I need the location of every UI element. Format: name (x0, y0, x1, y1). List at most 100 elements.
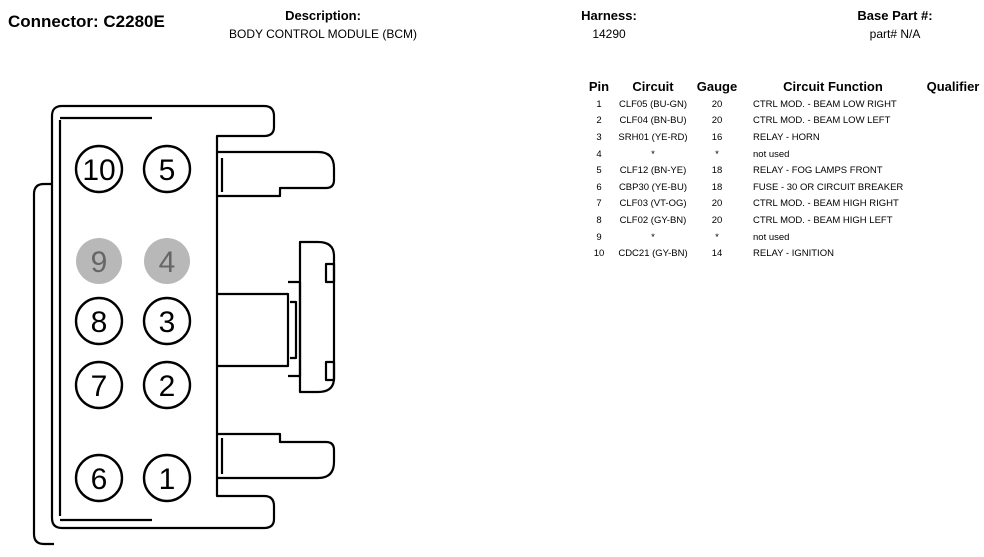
cell-qualifier (923, 129, 983, 146)
cell-circuit: CLF02 (GY-BN) (619, 214, 687, 226)
cell-gauge: 14 (711, 248, 723, 260)
cell-function: not used (753, 231, 790, 243)
cell-qualifier (923, 96, 983, 113)
cell-qualifier (923, 212, 983, 229)
cavity-circle (74, 453, 124, 503)
cavity-label: 3 (159, 306, 176, 339)
harness-label: Harness: (581, 8, 637, 23)
cavity-label: 9 (91, 246, 108, 279)
cell-gauge: 18 (711, 181, 723, 193)
cell-pin: 9 (596, 231, 602, 243)
table-row: 4 * * not used (583, 146, 983, 163)
cavity-circle (142, 453, 192, 503)
cavity-9: 9 (76, 238, 122, 284)
cavity-circle (142, 360, 192, 410)
cavity-4: 4 (144, 238, 190, 284)
cell-circuit: CDC21 (GY-BN) (618, 248, 688, 260)
cavity-3: 3 (142, 296, 192, 346)
description-label: Description: (285, 8, 361, 23)
cell-pin: 7 (596, 198, 602, 210)
cell-function: CTRL MOD. - BEAM LOW LEFT (753, 115, 891, 127)
left-latch (32, 182, 54, 546)
cell-function: RELAY - FOG LAMPS FRONT (753, 165, 883, 177)
table-row: 9 * * not used (583, 229, 983, 246)
cell-qualifier (923, 162, 983, 179)
cell-circuit: CLF04 (BN-BU) (619, 115, 687, 127)
cell-qualifier (923, 196, 983, 213)
cell-function: RELAY - HORN (753, 131, 820, 143)
cell-gauge: 20 (711, 198, 723, 210)
cavity-label: 6 (91, 463, 108, 496)
cavity-label: 8 (91, 306, 108, 339)
cavity-2: 2 (142, 360, 192, 410)
cell-function: CTRL MOD. - BEAM LOW RIGHT (753, 98, 897, 110)
center-key (217, 292, 290, 368)
cavity-circle (74, 360, 124, 410)
cell-circuit: CBP30 (YE-BU) (618, 181, 688, 193)
cell-qualifier (923, 113, 983, 130)
cavity-circle (76, 238, 122, 284)
header-qualifier: Qualifier (926, 78, 980, 94)
cell-gauge: 20 (711, 214, 723, 226)
cell-gauge: * (715, 148, 719, 160)
cell-pin: 3 (596, 131, 602, 143)
cell-pin: 8 (596, 214, 602, 226)
table-row: 3 SRH01 (YE-RD) 16 RELAY - HORN (583, 129, 983, 146)
cavity-1: 1 (142, 453, 192, 503)
cavity-label: 5 (159, 154, 176, 187)
cell-gauge: 18 (711, 165, 723, 177)
cell-gauge: 20 (711, 98, 723, 110)
base-part-label: Base Part #: (857, 8, 933, 23)
cell-gauge: * (715, 231, 719, 243)
cavity-label: 10 (82, 154, 115, 187)
connector-body-outline (50, 104, 276, 530)
cell-qualifier (923, 146, 983, 163)
table-row: 8 CLF02 (GY-BN) 20 CTRL MOD. - BEAM HIGH LE… (583, 212, 983, 229)
table-row: 6 CBP30 (YE-BU) 18 FUSE - 30 OR CIRCUIT BRE… (583, 179, 983, 196)
cell-gauge: 20 (711, 115, 723, 127)
cell-function: RELAY - IGNITION (753, 248, 834, 260)
cavity-8: 8 (74, 296, 124, 346)
cavity-label: 4 (159, 246, 176, 279)
cell-gauge: 16 (711, 131, 723, 143)
base-part-value: part# N/A (869, 27, 921, 41)
cell-pin: 6 (596, 181, 602, 193)
key-rib (290, 300, 298, 360)
cell-circuit: * (651, 148, 655, 160)
cell-circuit: CLF12 (BN-YE) (619, 165, 687, 177)
cell-pin: 2 (596, 115, 602, 127)
pin-table-header: Pin Circuit Gauge Circuit Function Quali… (583, 78, 983, 96)
key-block (288, 280, 302, 378)
cell-circuit: SRH01 (YE-RD) (618, 131, 688, 143)
cell-function: FUSE - 30 OR CIRCUIT BREAKER (753, 181, 904, 193)
cavity-circle (74, 144, 124, 194)
cell-qualifier (923, 179, 983, 196)
cell-function: CTRL MOD. - BEAM HIGH LEFT (753, 214, 893, 226)
cavity-circle (74, 296, 124, 346)
cell-pin: 1 (596, 98, 602, 110)
cell-qualifier (923, 229, 983, 246)
cavity-label: 2 (159, 370, 176, 403)
lock-slot-top (324, 262, 336, 284)
header-pin: Pin (588, 78, 610, 94)
cell-function: CTRL MOD. - BEAM HIGH RIGHT (753, 198, 899, 210)
lock-slot-bottom (324, 360, 336, 382)
connector-body-inner (58, 116, 152, 522)
cell-circuit: * (651, 231, 655, 243)
cavity-circle (142, 144, 192, 194)
cavity-6: 6 (74, 453, 124, 503)
cavity-circle (144, 238, 190, 284)
cell-function: not used (753, 148, 790, 160)
cell-pin: 4 (596, 148, 602, 160)
cavity-label: 1 (159, 463, 176, 496)
table-row: 2 CLF04 (BN-BU) 20 CTRL MOD. - BEAM LOW LEF… (583, 113, 983, 130)
header-circuit: Circuit (632, 78, 674, 94)
harness-value: 14290 (592, 27, 626, 41)
cavity-circle (142, 296, 192, 346)
